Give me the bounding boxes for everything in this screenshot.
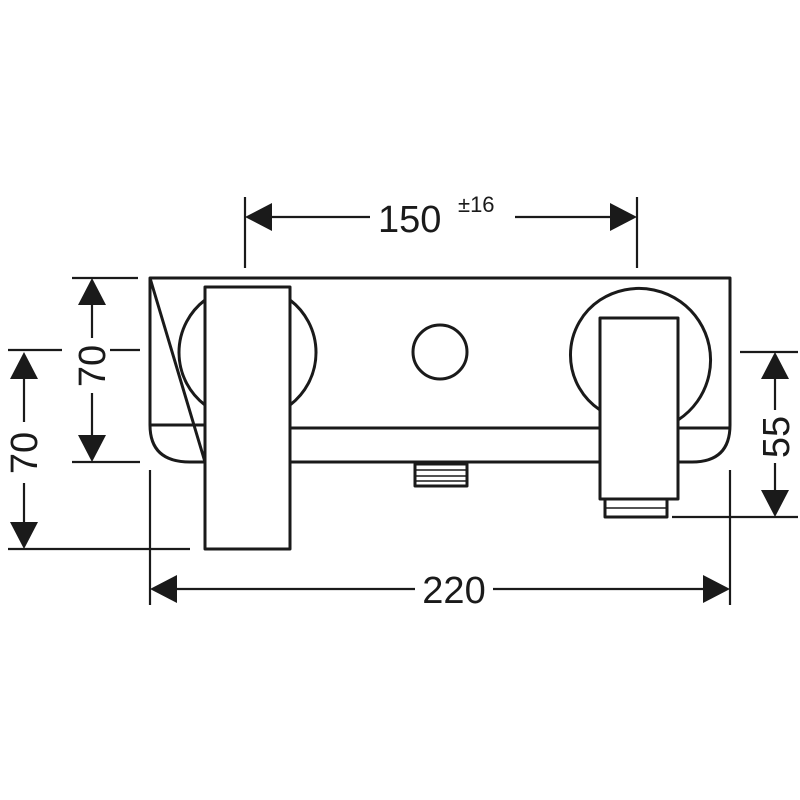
right-arrow-bottom <box>761 490 789 517</box>
width-arrow-left <box>150 575 177 603</box>
right-height-value: 55 <box>756 416 798 458</box>
right-arrow-top <box>761 352 789 379</box>
left-lower-arrow-bottom <box>10 522 38 549</box>
center-outlet <box>413 462 469 488</box>
spacing-arrow-left <box>245 203 272 231</box>
left-upper-height-value: 70 <box>72 345 114 387</box>
left-upper-arrow-bottom <box>78 435 106 462</box>
width-arrow-right <box>703 575 730 603</box>
left-lower-arrow-top <box>10 352 38 379</box>
left-upper-arrow-top <box>78 278 106 305</box>
spacing-tolerance: ±16 <box>458 192 495 217</box>
left-handle <box>203 285 292 551</box>
spacing-arrow-right <box>610 203 637 231</box>
left-escutcheon <box>177 298 318 407</box>
right-handle <box>598 316 680 501</box>
center-knob <box>411 323 469 381</box>
spacing-value: 150 <box>378 199 441 241</box>
body-outline <box>148 276 732 464</box>
right-escutcheon <box>568 286 713 422</box>
overall-width-value: 220 <box>422 570 485 612</box>
left-lower-height-value: 70 <box>4 432 46 474</box>
